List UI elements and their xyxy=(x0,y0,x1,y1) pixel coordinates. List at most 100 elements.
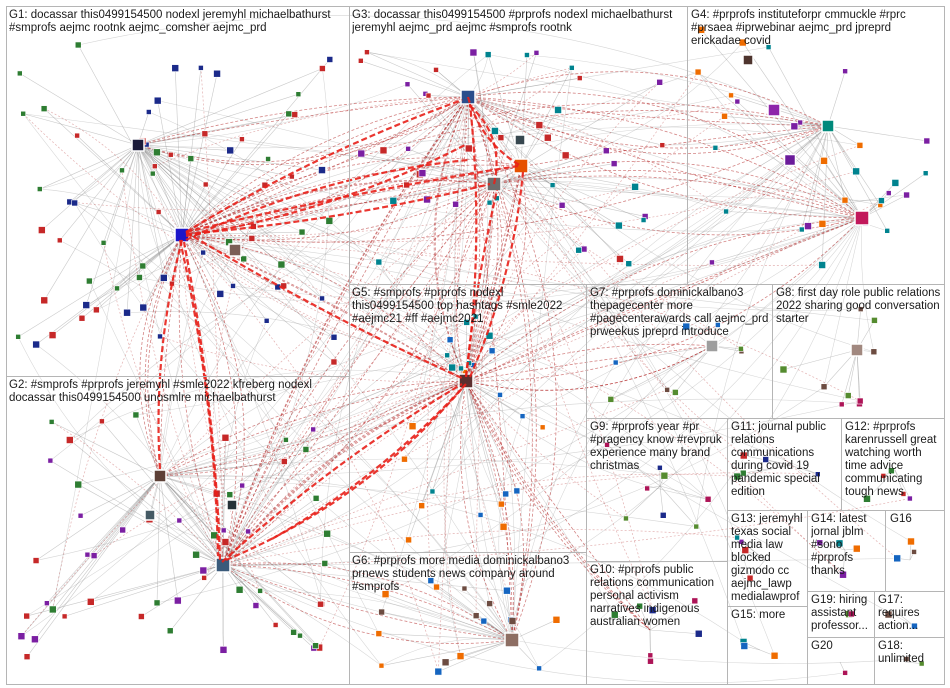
node xyxy=(32,557,40,564)
edge-highlight xyxy=(269,383,467,541)
edge xyxy=(615,345,713,363)
edge xyxy=(222,439,287,566)
node xyxy=(219,646,228,654)
edge-highlight xyxy=(464,103,478,378)
edge xyxy=(221,320,267,566)
node xyxy=(738,346,744,352)
node xyxy=(844,392,852,399)
edge xyxy=(181,126,860,236)
node xyxy=(804,222,812,230)
edge xyxy=(856,349,860,404)
edge xyxy=(139,217,863,306)
node xyxy=(418,502,425,510)
node xyxy=(202,181,209,188)
edge-dashed xyxy=(465,183,495,382)
edge xyxy=(21,475,161,637)
node xyxy=(23,612,30,620)
edge-dashed xyxy=(222,529,738,566)
node xyxy=(770,651,779,660)
edge-highlight xyxy=(185,98,463,233)
edge xyxy=(223,530,513,641)
edge-highlight xyxy=(467,103,498,185)
node xyxy=(408,422,417,431)
node xyxy=(820,157,828,165)
edge xyxy=(407,84,495,185)
node xyxy=(389,196,398,205)
edge-dashed xyxy=(443,183,495,657)
group-label-g19: G19: hiring assistant professor... xyxy=(811,594,871,632)
node xyxy=(312,642,319,649)
edge xyxy=(181,234,335,338)
node xyxy=(835,539,844,548)
node xyxy=(863,495,871,503)
edge xyxy=(59,240,513,641)
edge-dashed xyxy=(147,234,183,477)
edge xyxy=(473,52,495,185)
edge xyxy=(35,475,161,561)
edge xyxy=(783,349,858,370)
edge xyxy=(21,96,469,637)
node xyxy=(160,274,168,282)
edge xyxy=(422,96,469,174)
node xyxy=(153,96,162,105)
edge-dashed xyxy=(139,234,183,477)
node xyxy=(839,570,847,579)
edge-dashed xyxy=(181,102,829,236)
edge xyxy=(137,144,323,299)
edge-dashed xyxy=(493,169,863,219)
edge-dashed xyxy=(181,234,467,382)
edge xyxy=(143,234,183,308)
edge xyxy=(894,469,904,495)
edge xyxy=(137,144,709,500)
edge xyxy=(724,115,829,127)
node xyxy=(893,554,901,563)
edge xyxy=(52,144,139,610)
edge xyxy=(827,125,927,142)
edge xyxy=(103,144,139,243)
node xyxy=(576,75,583,81)
edge xyxy=(137,144,323,171)
node xyxy=(257,588,263,594)
node xyxy=(648,606,657,614)
node xyxy=(220,527,227,534)
group-boxes xyxy=(6,6,945,685)
node xyxy=(816,539,824,547)
edge xyxy=(222,563,325,566)
node xyxy=(330,333,338,341)
node xyxy=(48,419,55,425)
edge-dashed xyxy=(467,96,863,219)
edge xyxy=(159,475,179,601)
edge-dashed xyxy=(465,96,499,382)
edge-dashed xyxy=(455,183,495,382)
group-label-g6: G6: #prprofs more media dominickalbano3 … xyxy=(352,555,573,593)
edge-dashed xyxy=(467,91,863,219)
node xyxy=(20,110,26,117)
node xyxy=(456,652,465,660)
edge xyxy=(649,600,695,631)
edge xyxy=(41,144,139,231)
edge xyxy=(159,475,320,648)
group-label-g11: G11: journal public relations communicat… xyxy=(731,421,830,498)
node xyxy=(82,301,91,309)
node xyxy=(519,413,526,419)
edge xyxy=(26,475,161,657)
node xyxy=(281,458,288,465)
node xyxy=(401,455,408,463)
edge-highlight xyxy=(464,189,499,378)
edge-dashed xyxy=(159,380,467,477)
edge xyxy=(511,639,907,664)
edge xyxy=(81,234,183,319)
edge-dashed xyxy=(181,234,861,402)
edge xyxy=(493,183,563,206)
node xyxy=(192,550,200,559)
edge xyxy=(101,421,224,566)
edge xyxy=(511,362,616,641)
edge-dashed xyxy=(467,96,829,149)
edge xyxy=(181,234,875,321)
edge-highlight xyxy=(182,241,222,561)
edge xyxy=(181,234,323,605)
node xyxy=(123,308,131,317)
node xyxy=(452,200,459,208)
edge xyxy=(827,125,846,201)
node xyxy=(323,529,331,538)
